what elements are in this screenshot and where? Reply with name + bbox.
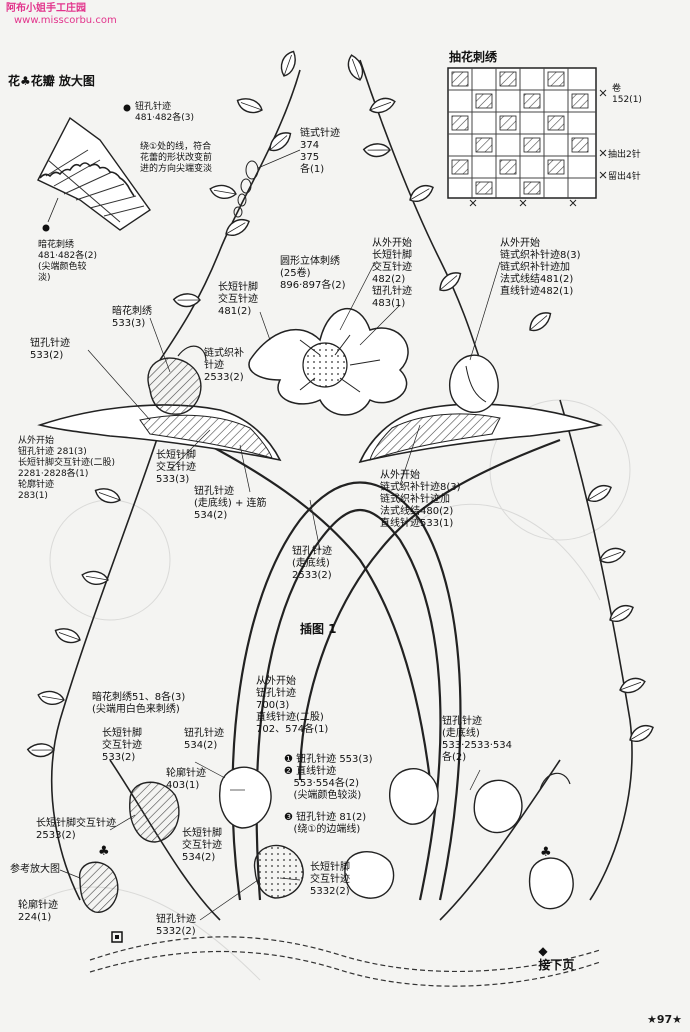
left-wing [37, 404, 282, 462]
label-buttonhole-run-534: 钮孔针迹 (走底线) + 连筋 534(2) [194, 486, 267, 521]
label-shadow-533: 暗花刺绣 533(3) [112, 306, 152, 329]
drawnwork-grid [447, 67, 607, 207]
label-shadow-51: 暗花刺绣51、8各(3) (尖端用白色来刺绣) [92, 692, 186, 715]
watermark-site-name: 阿布小姐手工庄园 [6, 3, 86, 14]
inset-label-buttonhole: 钮孔针迹 481·482各(3) [135, 102, 194, 123]
label-outline-403: 轮廓针迹 403(1) [166, 768, 206, 791]
drawnwork-pull-label: 抽出2针 [608, 150, 641, 160]
next-page-text: 接下页 [538, 958, 575, 972]
label-buttonhole-533: 钮孔针迹 533(2) [30, 338, 70, 361]
chain-stitch-line [233, 160, 259, 218]
diamond-icon: ◆ [538, 944, 548, 958]
label-from-outside-700: 从外开始 钮孔针迹 700(3) 直线针迹(二股) 702、574各(1) [256, 676, 329, 735]
next-page-label: ◆ 接下页 [530, 930, 574, 972]
drawnwork-leave-label: 留出4针 [608, 172, 641, 182]
club-markers: ♣ ♣ [98, 844, 552, 943]
bottom-buds [79, 766, 574, 913]
page-number: ★97★ [646, 1013, 682, 1026]
label-from-outside-left: 从外开始 钮孔针迹 281(3) 长短针脚交互针迹(二股) 2281·2828各… [18, 436, 116, 501]
label-from-outside-center: 从外开始 链式织补针迹8(3) 链式织补针迹加 法式线结480(2) 直线针迹5… [380, 470, 461, 529]
base-dashed-lines [89, 936, 601, 987]
label-buttonhole-run-right: 钮孔针迹 (走底线) 533·2533·534 各(2) [442, 716, 512, 763]
inset-label-shadow: 暗花刺绣 481·482各(2) (尖端颜色较 淡) [38, 240, 97, 283]
label-buttonhole-5332: 钮孔针迹 5332(2) [156, 914, 196, 937]
leader-lines [59, 149, 501, 921]
svg-text:♣: ♣ [540, 845, 552, 860]
right-wing [358, 403, 603, 464]
watermark-url: www.misscorbu.com [14, 15, 117, 26]
inset-label-note: 绕①处的线，符合 花蕾的形状改变前 进的方向尖端变淡 [140, 142, 213, 174]
svg-text:♣: ♣ [98, 844, 110, 859]
drawnwork-title: 抽花刺绣 [449, 50, 498, 64]
label-step3: ❸ 钮孔针迹 81(2) (绕①的边端线) [284, 812, 367, 835]
label-chain-top: 链式针迹 374 375 各(1) [300, 128, 340, 175]
stem-crossing [179, 429, 561, 901]
label-from-outside-1: 从外开始 长短针脚 交互针迹 482(2) 钮孔针迹 483(1) [372, 238, 412, 309]
label-long-short-481: 长短针脚 交互针迹 481(2) [218, 282, 258, 317]
label-long-short-533b: 长短针脚 交互针迹 533(2) [102, 728, 142, 763]
upper-buds [147, 345, 499, 415]
label-outline-224: 轮廓针迹 224(1) [18, 900, 58, 923]
label-round-padded: 圆形立体刺绣 (25卷) 896·897各(2) [280, 256, 346, 291]
label-long-short-5332: 长短针脚 交互针迹 5332(2) [310, 862, 350, 897]
label-long-short-533: 长短针脚 交互针迹 533(3) [156, 450, 196, 485]
label-chain-darning-2533: 链式织补 针迹 2533(2) [204, 348, 244, 383]
label-buttonhole-run-2533: 钮孔针迹 (走底线) 2533(2) [292, 546, 332, 581]
label-from-outside-right: 从外开始 链式织补针迹8(3) 链式织补针迹加 法式线结481(2) 直线针迹4… [500, 238, 581, 297]
label-buttonhole-534: 钮孔针迹 534(2) [184, 728, 224, 751]
central-flower [248, 307, 409, 416]
drawnwork-roll-label: 卷 152(1) [612, 84, 642, 105]
label-long-short-2533: 长短针脚交互针迹 2533(2) [36, 818, 116, 841]
label-long-short-534: 长短针脚 交互针迹 534(2) [182, 828, 222, 863]
petal-inset [37, 104, 151, 232]
figure-caption: 插图 1 [300, 622, 337, 636]
label-circled-steps: ❶ 钮孔针迹 553(3) ❷ 直线针迹 553·554各(2) (尖端颜色较淡… [284, 754, 373, 801]
label-ref-enlarge: 参考放大图 [10, 864, 60, 875]
inset-title: 花♣花瓣 放大图 [8, 74, 95, 88]
